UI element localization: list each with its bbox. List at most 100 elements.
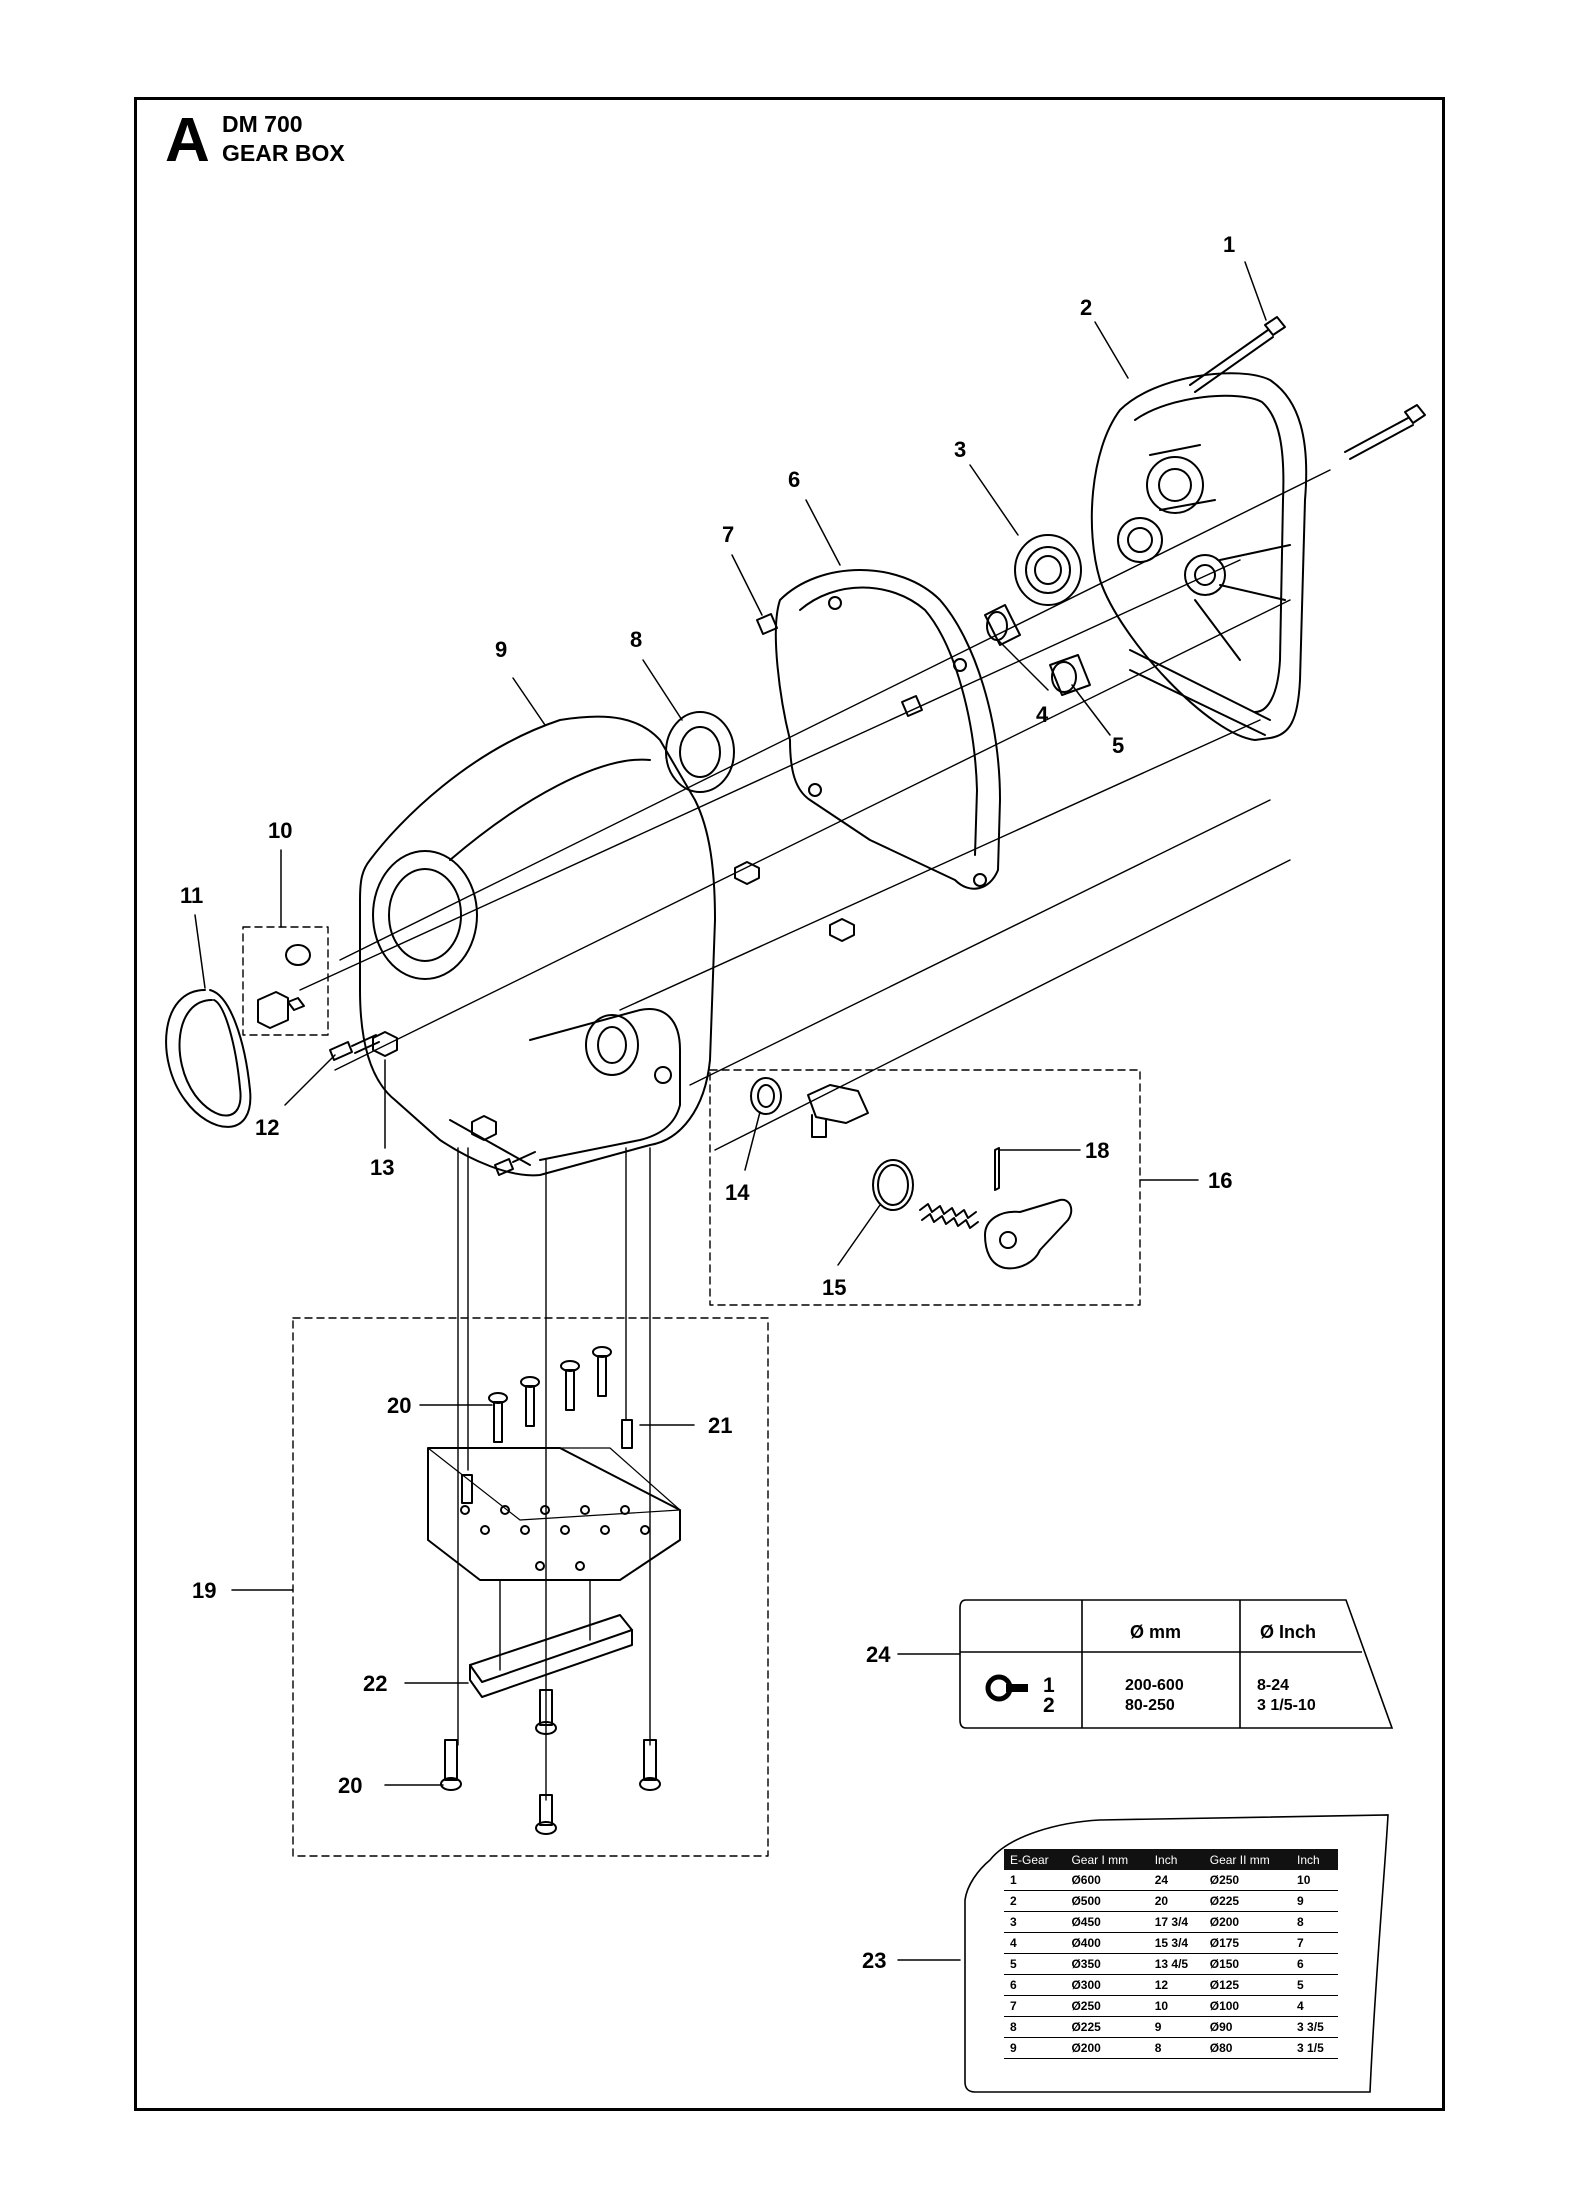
callout-21: 21	[708, 1413, 732, 1438]
col-e-gear: E-Gear	[1004, 1849, 1066, 1870]
cell: 3	[1004, 1911, 1066, 1933]
cell: 15 3/4	[1148, 1932, 1204, 1954]
screws-20-upper	[488, 1346, 612, 1443]
selector-shaft	[807, 1084, 869, 1138]
front-gear-housing	[359, 715, 716, 1177]
pin-18	[994, 1147, 1000, 1191]
col-gear-2-mm: Gear II mm	[1203, 1849, 1292, 1870]
cell: 9	[1291, 1890, 1338, 1912]
callout-12: 12	[255, 1115, 279, 1140]
cell: 1	[1004, 1870, 1066, 1891]
callout-3: 3	[954, 437, 966, 462]
section-letter: A	[165, 106, 210, 175]
cell: Ø600	[1065, 1870, 1149, 1891]
dowel-21	[461, 1419, 633, 1504]
callout-7: 7	[722, 522, 734, 547]
col-gear-1-inch: Inch	[1148, 1849, 1204, 1870]
callout-4: 4	[1036, 702, 1049, 727]
cell: Ø200	[1065, 2037, 1149, 2059]
model-name: DM 700	[222, 111, 303, 137]
cell: 3 3/5	[1291, 2016, 1338, 2038]
header-diameter-mm: Ø mm	[1130, 1622, 1182, 1642]
gasket-6	[774, 569, 1001, 890]
cell: 6	[1291, 1953, 1338, 1975]
circlip-15	[872, 1159, 914, 1211]
callout-16: 16	[1208, 1168, 1232, 1193]
diameter-range-table: Ø mm Ø Inch 1 2 200-600 80-250 8-24 3 1/…	[960, 1596, 1380, 1722]
rear-gear-housing	[1090, 372, 1308, 741]
plug-group-box	[242, 926, 329, 1036]
cell: 10	[1148, 1995, 1204, 2017]
callout-15: 15	[822, 1275, 846, 1300]
callout-22: 22	[363, 1671, 387, 1696]
screws-20-lower	[440, 1689, 661, 1835]
col-gear-2-inch: Inch	[1291, 1849, 1338, 1870]
cell: 17 3/4	[1148, 1911, 1204, 1933]
needle-bearing-5	[1049, 654, 1091, 696]
cell: 5	[1004, 1953, 1066, 1975]
selector-knob	[984, 1198, 1073, 1270]
screw-1-lower	[1344, 404, 1426, 460]
mounting-group-box	[292, 1317, 769, 1857]
cell: 13 4/5	[1148, 1953, 1204, 1975]
cell: Ø250	[1065, 1995, 1149, 2017]
drawing-frame	[134, 97, 1445, 2111]
cell: 8	[1291, 1911, 1338, 1933]
row-1-index: 1	[1043, 1674, 1055, 1697]
callout-11: 11	[180, 883, 203, 908]
cell: 4	[1004, 1932, 1066, 1954]
header-diameter-inch: Ø Inch	[1260, 1622, 1317, 1642]
cell: Ø125	[1203, 1974, 1292, 1996]
callout-23: 23	[862, 1948, 886, 1973]
cell: 6	[1004, 1974, 1066, 1996]
callout-2: 2	[1080, 295, 1092, 320]
cell: 9	[1004, 2037, 1066, 2059]
callout-19: 19	[192, 1578, 216, 1603]
key-icon	[985, 1674, 1028, 1702]
housing-nut-b	[829, 918, 855, 942]
cell: Ø450	[1065, 1911, 1149, 1933]
assembly-axis-lines	[299, 469, 1331, 1151]
screw-13c	[494, 1151, 536, 1176]
dowel-pin-7	[756, 613, 778, 635]
cell: Ø175	[1203, 1932, 1292, 1954]
needle-bearing-4	[984, 604, 1021, 646]
cell: Ø350	[1065, 1953, 1149, 1975]
table-24-frame	[959, 1599, 1394, 1729]
seal-ring-8	[665, 711, 735, 793]
callout-20-upper: 20	[387, 1393, 411, 1418]
callout-10: 10	[268, 818, 292, 843]
callout-6: 6	[788, 467, 800, 492]
cell: Ø200	[1203, 1911, 1292, 1933]
table-23-frame	[964, 1814, 1389, 2093]
col-gear-1-mm: Gear I mm	[1065, 1849, 1149, 1870]
cell: 8	[1004, 2016, 1066, 2038]
callout-9: 9	[495, 637, 507, 662]
cell: Ø250	[1203, 1870, 1292, 1891]
row-1-inch: 8-24	[1257, 1677, 1290, 1694]
nut-13b	[471, 1115, 497, 1141]
callout-24: 24	[866, 1642, 891, 1667]
dowel-pin-7b	[901, 695, 923, 717]
row-2-mm: 80-250	[1125, 1697, 1175, 1714]
row-2-inch: 3 1/5-10	[1257, 1697, 1316, 1714]
cell: Ø90	[1203, 2016, 1292, 2038]
cell: 9	[1148, 2016, 1204, 2038]
cell: 24	[1148, 1870, 1204, 1891]
plug-10	[257, 944, 311, 1029]
cell: 2	[1004, 1890, 1066, 1912]
cell: 5	[1291, 1974, 1338, 1996]
mounting-plate	[427, 1447, 681, 1581]
row-2-index: 2	[1043, 1694, 1055, 1717]
callout-14: 14	[725, 1180, 750, 1205]
vertical-axis-lines	[457, 1147, 651, 1801]
nut-13	[372, 1031, 398, 1057]
cell: 3 1/5	[1291, 2037, 1338, 2059]
